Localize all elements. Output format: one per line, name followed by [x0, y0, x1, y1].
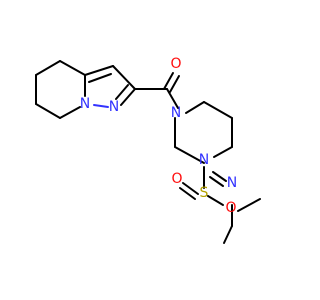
- atom-o-sulfonyl-bottom: O: [225, 200, 236, 216]
- bond: [163, 72, 174, 90]
- bond: [213, 146, 233, 158]
- bond: [185, 101, 205, 114]
- atom-n-dimethyl: N: [227, 175, 237, 191]
- bond: [174, 146, 205, 164]
- bond: [88, 73, 112, 83]
- sulfonamide-group: [179, 166, 261, 244]
- bond: [182, 182, 199, 195]
- bond: [93, 104, 109, 108]
- atom-n-piperazine-bottom: N: [199, 152, 209, 168]
- bond: [179, 187, 196, 200]
- bond: [203, 101, 233, 119]
- piperazine-ring: [174, 101, 233, 164]
- tetrahydro-ring: [35, 60, 86, 119]
- bond: [35, 103, 61, 119]
- bond: [209, 176, 224, 187]
- bond: [35, 60, 61, 76]
- bond: [59, 106, 81, 119]
- bond: [115, 84, 129, 100]
- pyrazole-ring: [84, 65, 136, 108]
- bond: [112, 65, 136, 90]
- bond: [212, 171, 227, 182]
- atom-n-pyrazole: N: [109, 99, 119, 115]
- carbonyl-group: [134, 72, 180, 109]
- molecule-structure: N N O N N S O O N: [35, 56, 261, 244]
- bond: [166, 88, 179, 109]
- bond: [84, 65, 114, 76]
- bond: [169, 75, 180, 93]
- atom-s-sulfonyl: S: [200, 185, 209, 201]
- atom-o-carbonyl: O: [170, 56, 181, 72]
- bond: [223, 225, 233, 244]
- bond: [120, 88, 136, 106]
- atom-n-bridgehead: N: [80, 96, 90, 112]
- atom-labels: N N O N N S O O N: [80, 56, 237, 216]
- atom-o-sulfonyl-left: O: [171, 171, 182, 187]
- bond: [207, 195, 224, 206]
- bond: [237, 198, 261, 212]
- bond: [59, 60, 86, 76]
- atom-n-piperazine-top: N: [171, 105, 181, 121]
